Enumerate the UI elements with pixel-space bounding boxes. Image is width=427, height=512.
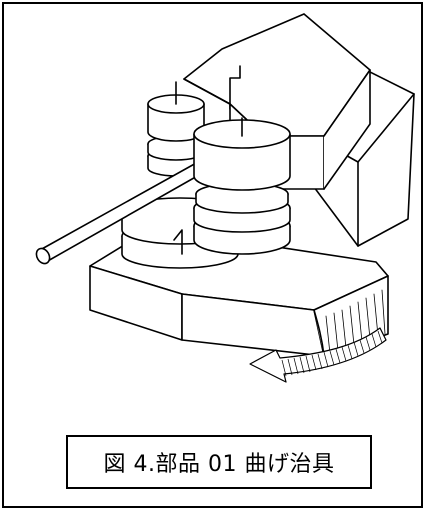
- figure-frame: 図 4.部品 01 曲げ治具: [2, 2, 423, 508]
- figure-caption: 図 4.部品 01 曲げ治具: [103, 452, 335, 477]
- bending-jig-illustration: [35, 13, 415, 383]
- figure-caption-box: 図 4.部品 01 曲げ治具: [66, 435, 372, 489]
- rotation-arrow-icon: [249, 327, 387, 383]
- rear-roller: [147, 81, 205, 177]
- cut-surface-hatching: [325, 289, 386, 355]
- front-roller: [193, 117, 291, 255]
